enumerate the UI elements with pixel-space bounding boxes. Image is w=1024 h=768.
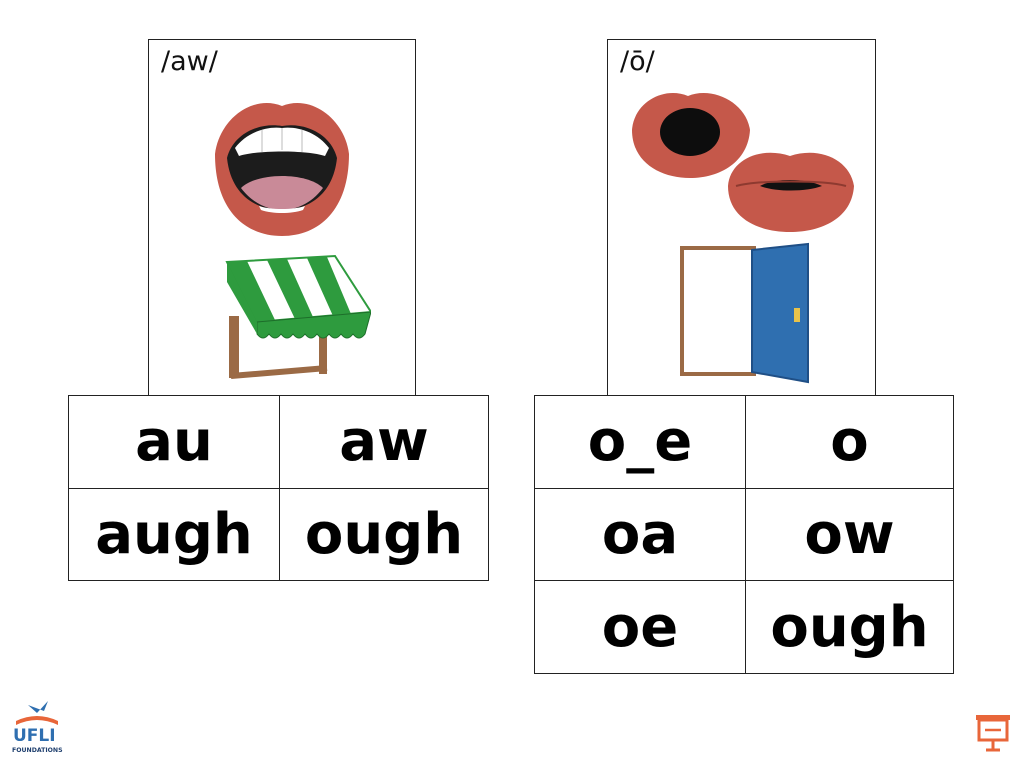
spelling-cell: oe: [534, 580, 746, 674]
awning-image: [225, 254, 371, 379]
ufli-foundations-logo: UFLI FOUNDATIONS: [10, 699, 64, 755]
aw-sound-label: /aw/: [161, 46, 218, 77]
table-row: au aw: [68, 395, 489, 489]
open-door-image: [680, 242, 809, 384]
logo-text: UFLI: [13, 726, 56, 746]
table-row: o_e o: [534, 395, 954, 489]
long-o-sound-card: /ō/: [607, 39, 876, 396]
spelling-cell: o: [745, 395, 954, 489]
spelling-cell: oa: [534, 487, 746, 582]
presentation-icon[interactable]: [974, 713, 1012, 753]
spelling-cell: ough: [279, 487, 489, 581]
open-mouth-image: [215, 103, 349, 236]
spelling-cell: o_e: [534, 395, 746, 489]
aw-spellings-table: au aw augh ough: [68, 395, 489, 581]
logo-subtext: FOUNDATIONS: [12, 747, 63, 754]
spelling-cell: ow: [745, 487, 954, 582]
long-o-spellings-table: o_e o oa ow oe ough: [534, 395, 954, 674]
table-row: oe ough: [534, 580, 954, 674]
long-o-sound-label: /ō/: [620, 46, 655, 77]
spelling-cell: augh: [68, 487, 280, 581]
spelling-cell: ough: [745, 580, 954, 674]
table-row: oa ow: [534, 487, 954, 582]
rounded-lips-image: [632, 93, 854, 232]
aw-sound-card: /aw/: [148, 39, 416, 396]
table-row: augh ough: [68, 487, 489, 581]
spelling-cell: aw: [279, 395, 489, 489]
spelling-cell: au: [68, 395, 280, 489]
